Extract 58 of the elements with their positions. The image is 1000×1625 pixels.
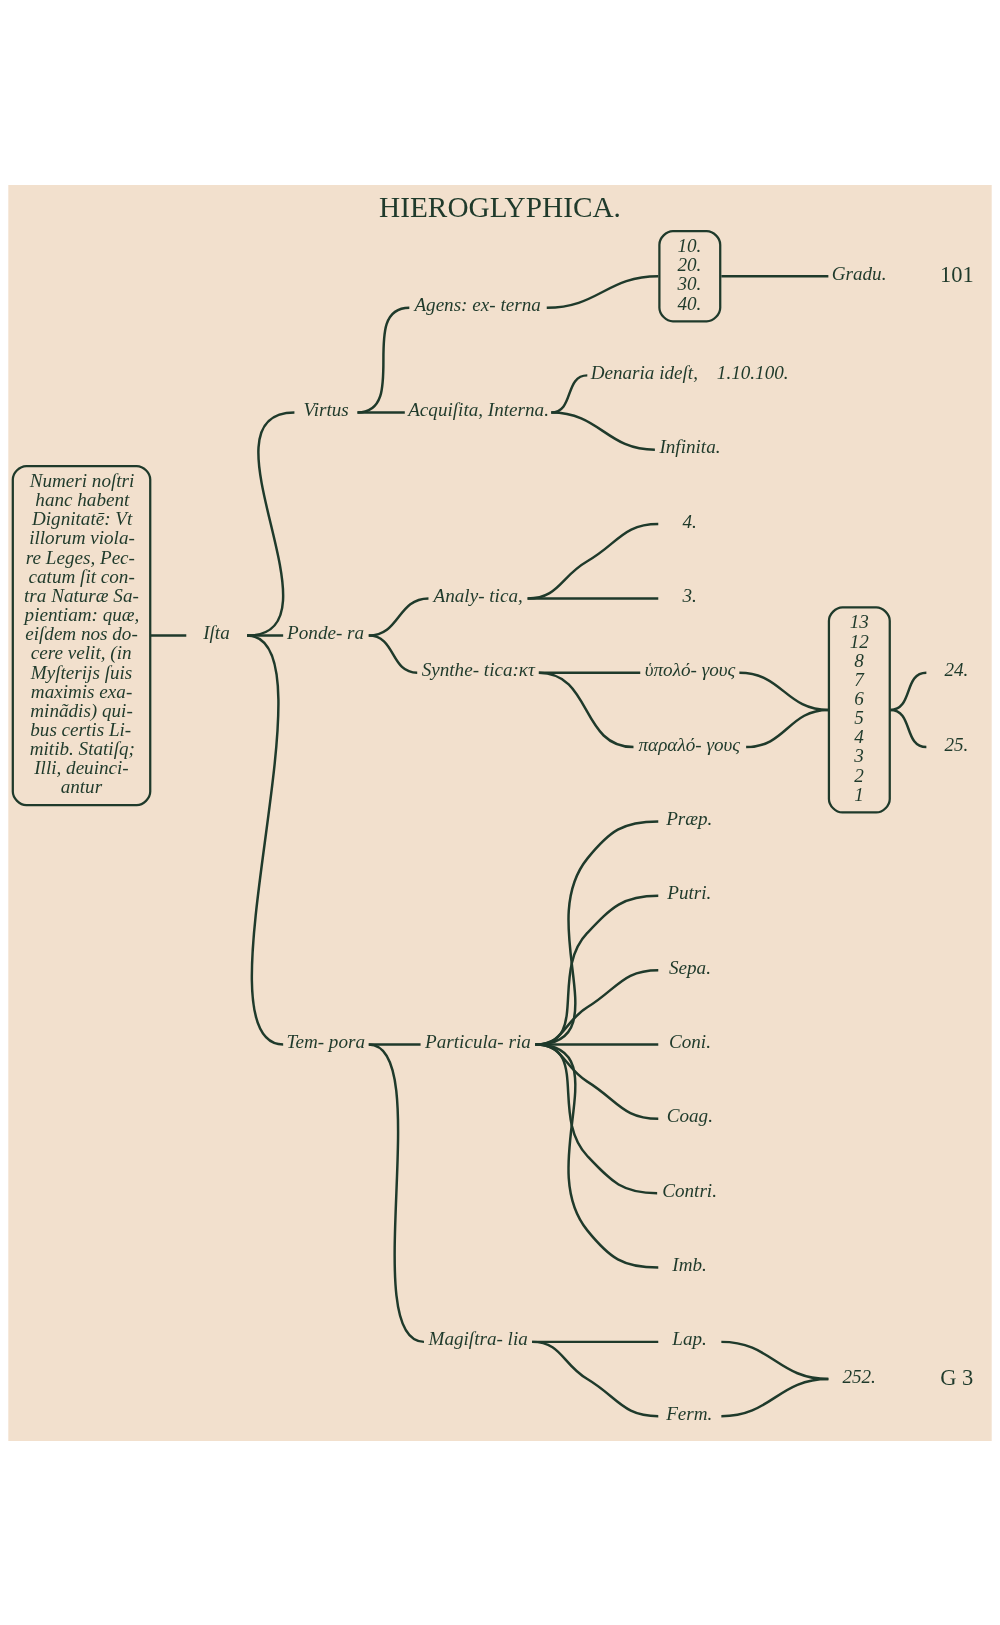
connector — [721, 274, 829, 277]
label: G 3 — [940, 1364, 974, 1390]
node-text: Gradu. — [831, 262, 887, 284]
node-text: Sepa. — [668, 956, 711, 978]
connector — [890, 671, 927, 711]
connector — [357, 410, 405, 414]
node-text: Imb. — [672, 1253, 707, 1275]
node-text: 3. — [682, 584, 697, 606]
node-text: Coni. — [668, 1030, 711, 1052]
node-text: Contri. — [662, 1179, 717, 1201]
node-text: Putri. — [667, 881, 712, 903]
node-text: 252. — [842, 1365, 876, 1387]
connector — [890, 708, 927, 748]
node-text: 24. — [944, 658, 969, 680]
node-text: Infinita. — [659, 435, 721, 457]
connector — [527, 596, 659, 600]
connector — [551, 410, 655, 451]
node-text: Particula- ria — [425, 1030, 531, 1052]
node-box: 10. 20. 30. 40. — [658, 229, 722, 322]
node-text: παραλό- γους — [638, 733, 741, 755]
node-text: Agens: ex- terna — [414, 293, 541, 315]
connector — [532, 1340, 659, 1417]
connector — [246, 633, 284, 1046]
connector — [150, 633, 187, 637]
node-text: 4. — [682, 510, 697, 532]
connector — [538, 671, 634, 748]
node-label: 1.10.100. — [716, 361, 789, 383]
node-text: Tem- pora — [286, 1030, 366, 1052]
connector — [357, 306, 410, 414]
node-text: Acquiſita, Interna. — [408, 398, 549, 420]
connector — [247, 633, 284, 637]
connector — [246, 410, 295, 637]
node-text: Ponde- ra — [287, 621, 365, 643]
connector — [746, 708, 829, 748]
connector — [368, 1042, 421, 1046]
node-text: ὑπολό- γους — [644, 658, 736, 680]
node-text: Denaria ideſt, — [590, 361, 698, 383]
node-text: Magiſtra- lia — [428, 1327, 528, 1349]
node-text: Synthe- tica:κτ — [421, 658, 535, 680]
connector — [535, 1042, 659, 1269]
node-text: Virtus — [303, 398, 349, 420]
connector — [368, 1042, 425, 1343]
node-text: Iſta — [203, 621, 230, 643]
node-text: Præp. — [666, 807, 713, 829]
node-box: Numeri noſtri hanc habent Dignitatē: Vt illorum viola- re Leges, Pec- catum ſit con- tra Naturæ Sa- pientiam: quæ, eiſdem nos do- cere velit, (in Myſterijs ſuis maximis exa- minãdis) qui- bus certis Li- mitib. Statiſq; Illi, deuinci- antur — [11, 464, 152, 806]
connector — [546, 274, 659, 309]
connector — [527, 522, 659, 600]
node-text: Ferm. — [666, 1402, 713, 1424]
node-text: Analy- tica, — [433, 584, 523, 606]
connector — [721, 1377, 829, 1417]
node-text: Coag. — [666, 1104, 713, 1126]
connector — [368, 596, 429, 637]
node-text: Lap. — [672, 1327, 707, 1349]
node-box: 13 12 8 7 6 5 4 3 2 1 — [827, 605, 891, 814]
connector — [368, 633, 418, 674]
node-text: 25. — [944, 733, 969, 755]
label: 101 — [939, 261, 974, 287]
diagram-title: HIEROGLYPHICA. — [379, 190, 621, 223]
